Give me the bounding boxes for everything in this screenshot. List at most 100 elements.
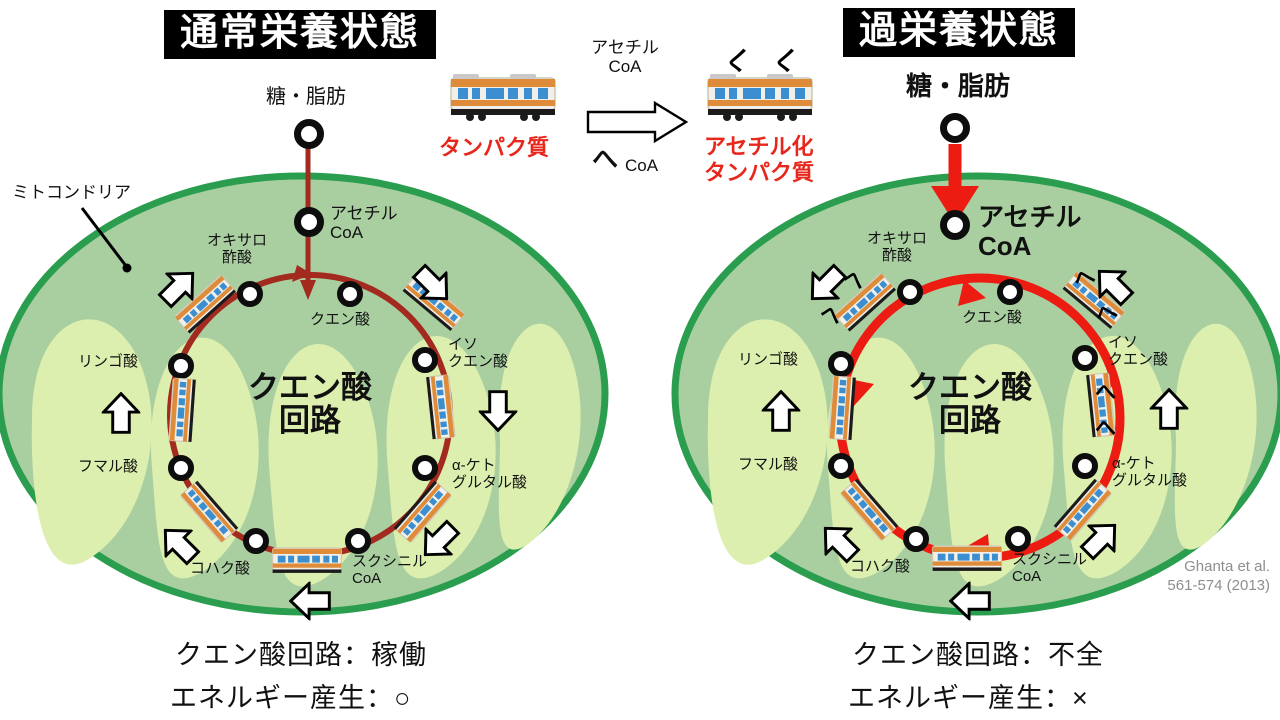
label-alpha-ketoglutarate-left: α-ケト グルタル酸: [452, 457, 528, 492]
block-arrow-citrate-left: [404, 256, 461, 313]
node-succinyl-coa-right: [1005, 526, 1031, 552]
input-path-right: [931, 144, 979, 224]
node-isocitrate-left: [412, 347, 438, 373]
train-icon-fumarate-malate-left: [166, 376, 197, 443]
train-icon-succinate-fumarate-left: [178, 479, 241, 546]
label-succinyl-coa-right: スクシニル CoA: [1012, 551, 1088, 586]
label-oxaloacetate-right: オキサロ 酢酸: [842, 230, 952, 265]
node-fumarate-right: [828, 453, 854, 479]
acetyl-coa-line2-left: CoA: [330, 223, 364, 243]
train-icon-succinylcoa-succinate-right: [931, 543, 1003, 572]
label-akg-line2-left: グルタル酸: [452, 473, 528, 491]
acetyl-coa-line1-left: アセチル: [330, 204, 398, 223]
label-succinate-right: コハク酸: [850, 558, 911, 575]
train-icon-succinylcoa-succinate-left: [271, 545, 343, 574]
cycle-core-left: クエン酸 回路: [230, 370, 390, 438]
acetylated-protein-line2: タンパク質: [704, 159, 815, 185]
label-succoa-line2-left: CoA: [352, 569, 382, 587]
block-arrow-fumarate-right: [810, 513, 867, 570]
reaction-top-line1: アセチル: [591, 38, 659, 57]
acetyl-coa-label-right: アセチル CoA: [978, 203, 1081, 260]
acetylated-protein-line1: アセチル化: [704, 134, 814, 159]
label-succinate-left: コハク酸: [190, 560, 251, 577]
label-succoa-line1-left: スクシニル: [352, 553, 428, 570]
citation-line2: 561-574 (2013): [1167, 576, 1270, 594]
node-succinate-right: [903, 526, 929, 552]
label-citrate-left: クエン酸: [310, 311, 371, 328]
block-arrow-fumarate-left: [150, 515, 207, 572]
train-icon-malate-oxaloacetate-left: [172, 272, 238, 336]
reaction-arrow: [586, 100, 689, 144]
label-isocitrate-line1-right: イソ: [1108, 334, 1139, 351]
citation-line1: Ghanta et al.: [1184, 558, 1270, 575]
node-succinate-left: [243, 528, 269, 554]
cycle-core-line1-left: クエン酸: [248, 370, 372, 405]
train-icon-isocitrate-akg-left: [424, 373, 457, 441]
train-icon-akg-succinylcoa-left: [392, 479, 455, 546]
block-arrow-akg-right: [1072, 510, 1129, 567]
train-icon-succinate-fumarate-right: [838, 477, 901, 544]
label-succoa-line1-right: スクシニル: [1012, 551, 1088, 568]
node-malate-right: [828, 351, 854, 377]
cycle-core-line1-right: クエン酸: [908, 370, 1032, 405]
label-alpha-ketoglutarate-right: α-ケト グルタル酸: [1112, 455, 1188, 490]
label-akg-line2-right: グルタル酸: [1112, 471, 1188, 489]
mitochondria-label-left: ミトコンドリア: [12, 183, 131, 202]
label-malate-right: リンゴ酸: [738, 351, 799, 368]
node-citrate-right: [997, 279, 1023, 305]
reaction-top-line2: CoA: [608, 57, 642, 77]
reaction-top-label: アセチル CoA: [570, 38, 680, 76]
acetylation-reaction-group: タンパク質 アセチル CoA へ CoA: [430, 20, 850, 200]
block-arrow-malate-right: [761, 389, 801, 432]
label-oxaloacetate-line2-right: 酢酸: [881, 246, 912, 264]
node-oxaloacetate-left: [237, 281, 263, 307]
panel-left-title: 通常栄養状態: [164, 10, 437, 59]
acetyl-mark-icon: へ: [592, 144, 619, 174]
protein-label: タンパク質: [439, 135, 550, 160]
block-arrow-oxaloacetate-left: [150, 258, 207, 315]
block-arrow-isocitrate-right: [1149, 387, 1189, 430]
label-oxaloacetate-line1-left: オキサロ: [206, 232, 267, 249]
node-malate-left: [168, 353, 194, 379]
label-succoa-line2-right: CoA: [1012, 567, 1042, 585]
status-energy-left: エネルギー産生：○: [170, 683, 412, 713]
label-isocitrate-line2-right: クエン酸: [1108, 350, 1169, 368]
block-arrow-isocitrate-left: [478, 390, 518, 433]
label-isocitrate-line1-left: イソ: [448, 336, 479, 353]
source-label-right: 糖・脂肪: [905, 71, 1010, 101]
train-icon-protein: [448, 72, 558, 122]
panel-right-title: 過栄養状態: [843, 8, 1076, 57]
block-arrow-malate-left: [101, 391, 141, 434]
label-isocitrate-left: イソ クエン酸: [448, 336, 509, 371]
status-energy-right: エネルギー産生：×: [848, 683, 1089, 713]
label-akg-line1-left: α-ケト: [452, 457, 496, 474]
train-icon-akg-succinylcoa-right: [1052, 477, 1115, 544]
block-arrow-oxaloacetate-right: [797, 256, 854, 313]
node-source-left: [294, 119, 324, 149]
label-succinyl-coa-left: スクシニル CoA: [352, 553, 428, 588]
node-alpha-ketoglutarate-right: [1072, 453, 1098, 479]
label-isocitrate-right: イソ クエン酸: [1108, 334, 1169, 369]
panel-over-nutrition: 過栄養状態 糖・脂肪 アセチル CoA: [640, 0, 1280, 720]
cycle-core-line2-left: 回路: [279, 402, 341, 438]
node-fumarate-left: [168, 455, 194, 481]
acetyl-coa-line2-right: CoA: [978, 230, 1032, 261]
label-citrate-right: クエン酸: [962, 309, 1023, 326]
reaction-bottom-label: CoA: [625, 156, 659, 175]
cycle-core-line2-right: 回路: [939, 402, 1001, 438]
source-label-left: 糖・脂肪: [266, 86, 346, 108]
node-source-right: [940, 113, 970, 143]
label-isocitrate-line2-left: クエン酸: [448, 352, 509, 370]
panel-normal-nutrition: 通常栄養状態 ミトコンドリア 糖・脂肪: [0, 10, 609, 713]
label-fumarate-right: フマル酸: [738, 456, 799, 473]
node-acetyl-coa-left: [294, 207, 324, 237]
block-arrow-succinate-bottom-left: [288, 581, 331, 621]
label-fumarate-left: フマル酸: [78, 458, 139, 475]
node-succinyl-coa-left: [345, 528, 371, 554]
train-icon-isocitrate-akg-right: [1084, 371, 1117, 439]
acetylated-protein-label: アセチル化 タンパク質: [704, 134, 814, 185]
acetyl-coa-line1-right: アセチル: [978, 202, 1082, 232]
node-citrate-left: [337, 281, 363, 307]
label-oxaloacetate-line1-right: オキサロ: [866, 230, 927, 247]
node-alpha-ketoglutarate-left: [412, 455, 438, 481]
